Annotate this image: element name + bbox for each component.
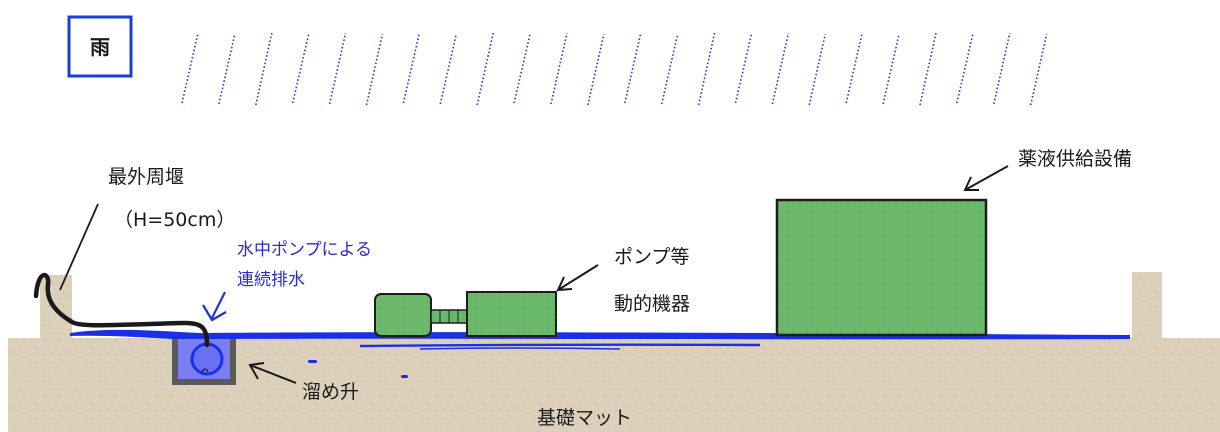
- rain-drop: [697, 32, 716, 106]
- rain-drop: [476, 32, 494, 106]
- rain-drop: [513, 33, 531, 104]
- rain-drop: [439, 33, 458, 105]
- outer-weir-label: 最外周堰: [108, 166, 184, 188]
- rain-drop: [808, 33, 827, 106]
- sump-arrow: [248, 362, 297, 384]
- pump-drain-label-line2: 連続排水: [237, 270, 305, 290]
- rain-drop: [402, 32, 421, 104]
- rain-drop: [993, 32, 1011, 105]
- rain-drop: [181, 32, 199, 104]
- rain-drop: [291, 33, 310, 104]
- drain-arrow: [202, 291, 227, 322]
- pump-motor: [374, 293, 432, 337]
- rain-drop: [587, 33, 605, 106]
- foundation-mat: [8, 272, 1220, 432]
- rain-drop: [734, 33, 753, 104]
- pump-equipment-label-line1: ポンプ等: [614, 246, 689, 268]
- pump-body: [466, 291, 557, 337]
- rain-drop: [218, 33, 236, 105]
- rain-drop: [550, 32, 568, 105]
- rain-drops: [181, 32, 1048, 106]
- outer-weir-leader-line: [59, 203, 99, 291]
- sump-pit: [172, 337, 236, 385]
- chemical-supply-label: 薬液供給設備: [1018, 148, 1132, 170]
- rain-drop: [882, 33, 900, 105]
- weir-height-label: （H=50cm）: [114, 209, 235, 231]
- rain-drop: [365, 33, 384, 106]
- chemical-supply-equipment: [775, 198, 988, 337]
- rain-label: 雨: [90, 35, 110, 59]
- foundation-label: 基礎マット: [537, 407, 632, 429]
- sump-label: 溜め升: [302, 381, 359, 403]
- pump-arrow: [556, 264, 599, 292]
- rain-drop: [956, 33, 974, 104]
- rain-drop: [919, 32, 937, 106]
- rain-drop: [660, 33, 679, 105]
- rain-drop: [328, 32, 347, 105]
- rain-label-box: 雨: [67, 15, 133, 78]
- drain-hose: [33, 272, 210, 348]
- rain-drop: [845, 32, 863, 104]
- rain-drop: [1029, 33, 1048, 106]
- rain-drop: [771, 32, 790, 105]
- rain-drop: [624, 32, 642, 104]
- pump-equipment: [374, 291, 557, 337]
- water-surface: [70, 329, 1130, 378]
- chemical-supply-arrow: [963, 165, 1009, 191]
- pump-equipment-label-line2: 動的機器: [614, 293, 690, 315]
- rain-drop: [255, 32, 273, 106]
- pump-drain-label-line1: 水中ポンプによる: [237, 240, 372, 260]
